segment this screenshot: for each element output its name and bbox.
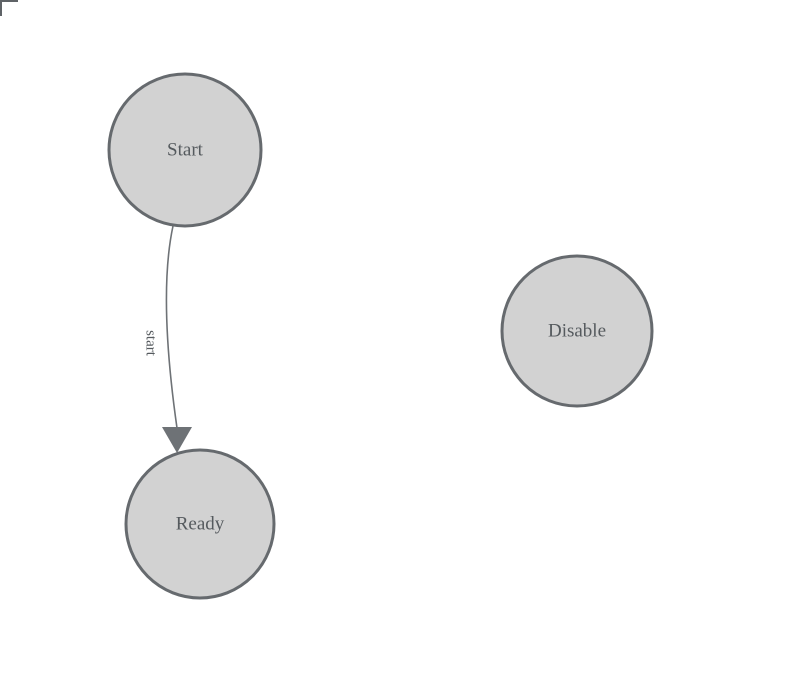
edge-arrowhead-icon	[162, 427, 192, 453]
node-disable[interactable]: Disable	[500, 254, 654, 408]
edge-label-start: start	[143, 330, 159, 357]
node-ready[interactable]: Ready	[124, 448, 276, 600]
edge-line	[165, 225, 178, 429]
edge-start-to-ready[interactable]: start	[143, 225, 192, 453]
node-start-circle[interactable]	[107, 72, 263, 228]
node-disable-circle[interactable]	[500, 254, 654, 408]
node-start[interactable]: Start	[107, 72, 263, 228]
node-ready-circle[interactable]	[124, 448, 276, 600]
canvas-corner-marker-icon	[0, 0, 18, 16]
